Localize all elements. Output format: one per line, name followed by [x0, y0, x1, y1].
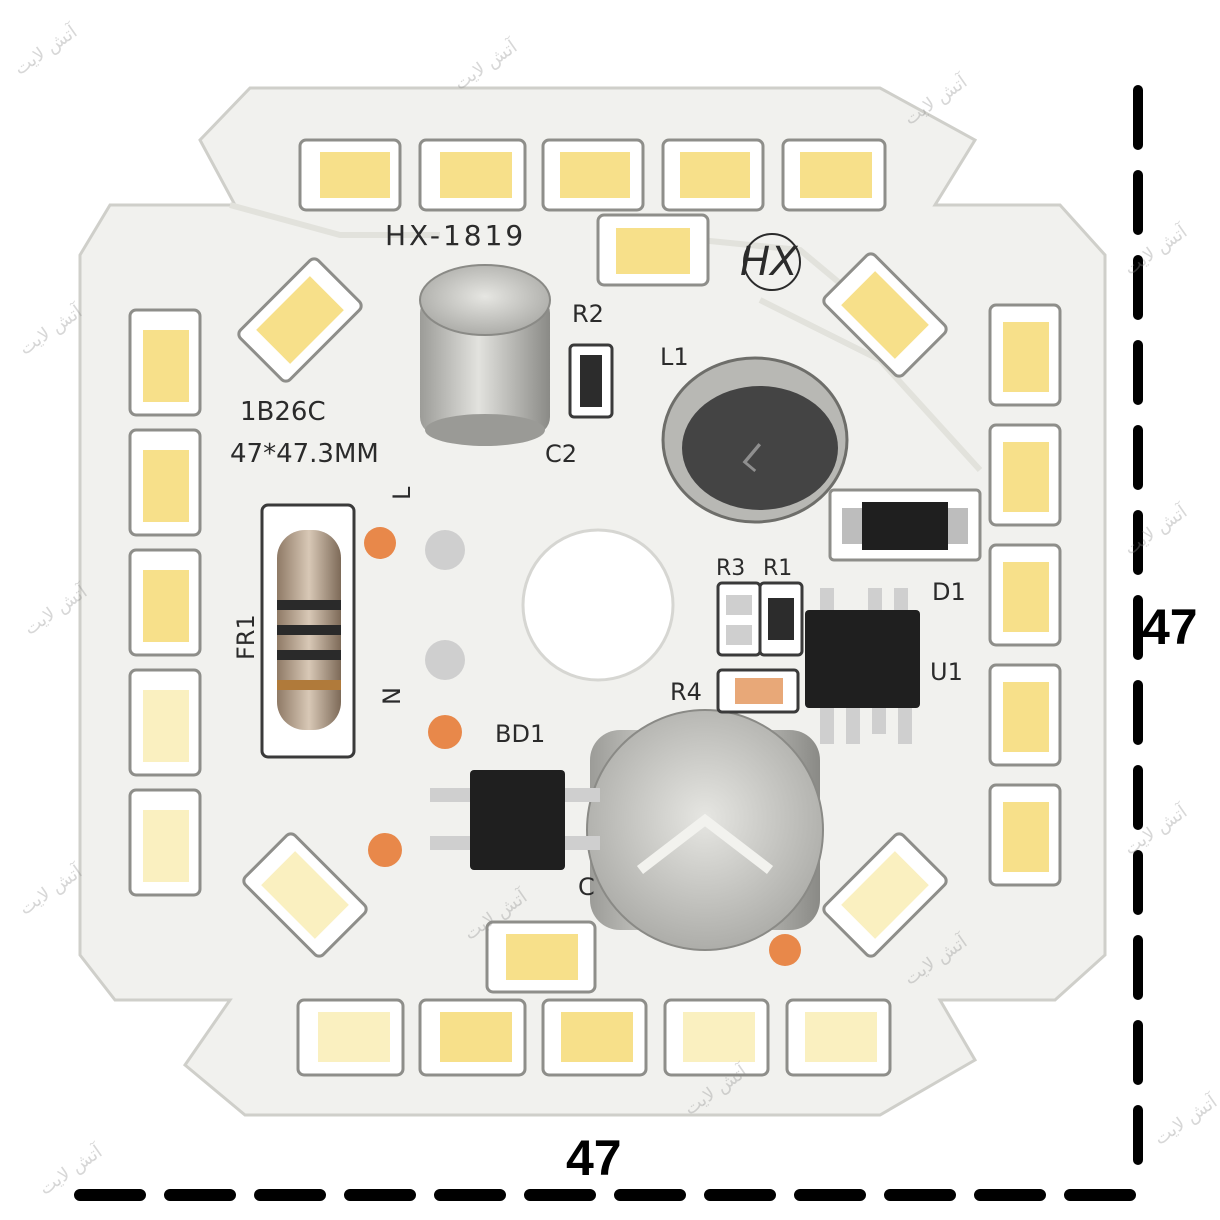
led: [781, 138, 887, 212]
label-c: C: [578, 873, 595, 901]
capacitor-main: [586, 709, 824, 951]
inductor-l1: L: [661, 356, 849, 524]
logo-ring: [743, 233, 801, 291]
label-l-pad: L: [388, 486, 416, 500]
led: [596, 213, 710, 287]
led-diagonal-top-left: [237, 257, 363, 383]
led-column-right: [988, 303, 1062, 887]
led: [785, 998, 892, 1077]
led: [128, 668, 202, 777]
bridge-rectifier-bd1: [430, 770, 600, 870]
label-n-pad: N: [378, 687, 406, 705]
led: [988, 783, 1062, 887]
led-row-bottom: [296, 920, 892, 1077]
led: [296, 998, 405, 1077]
height-dimension-label: 47: [1142, 599, 1198, 655]
center-mounting-hole: [521, 528, 675, 682]
led: [128, 308, 202, 417]
led-diagonal-bottom-right: [822, 832, 948, 958]
label-u1: U1: [930, 658, 963, 686]
led: [663, 998, 770, 1077]
label-c2: C2: [545, 440, 577, 468]
label-r2: R2: [572, 300, 604, 328]
led-column-left: [128, 308, 202, 897]
led-row-top: [298, 138, 887, 287]
label-r3: R3: [716, 556, 745, 581]
led: [661, 138, 765, 212]
board-code-label: 1B26C: [240, 397, 326, 427]
label-l1: L1: [660, 343, 689, 371]
led: [418, 998, 527, 1077]
copper-pad: [368, 833, 402, 867]
width-dimension-label: 47: [566, 1130, 622, 1186]
resistor-r3: [716, 581, 762, 657]
led: [541, 138, 645, 212]
led: [298, 138, 402, 212]
ic-u1: [805, 588, 920, 744]
label-r4: R4: [670, 678, 702, 706]
led: [485, 920, 597, 994]
label-bd1: BD1: [495, 720, 545, 748]
led: [988, 303, 1062, 407]
led: [128, 428, 202, 537]
copper-pad: [769, 934, 801, 966]
board-size-label: 47*47.3MM: [230, 439, 379, 469]
led: [541, 998, 648, 1077]
led-diagonal-top-right: [822, 252, 948, 378]
fuse-resistor-fr1: [260, 503, 356, 759]
label-fr1: FR1: [232, 614, 260, 660]
resistor-r1: [758, 581, 804, 657]
resistor-r2: [568, 343, 614, 419]
trace-line: [229, 202, 440, 238]
led: [988, 423, 1062, 527]
led: [988, 543, 1062, 647]
copper-pad: [428, 715, 462, 749]
resistor-r4: [716, 668, 800, 714]
led: [128, 788, 202, 897]
label-d1: D1: [932, 578, 966, 606]
led: [988, 663, 1062, 767]
logo-label: HX: [740, 239, 799, 285]
diode-d1: [828, 488, 982, 562]
board-model-label: HX-1819: [385, 219, 526, 252]
led: [418, 138, 527, 212]
tin-pad-n: [425, 640, 465, 680]
copper-pad: [364, 527, 396, 559]
label-r1: R1: [763, 556, 792, 581]
capacitor-c2: [419, 264, 551, 446]
led: [128, 548, 202, 657]
tin-pad-l: [425, 530, 465, 570]
led-diagonal-bottom-left: [242, 832, 368, 958]
